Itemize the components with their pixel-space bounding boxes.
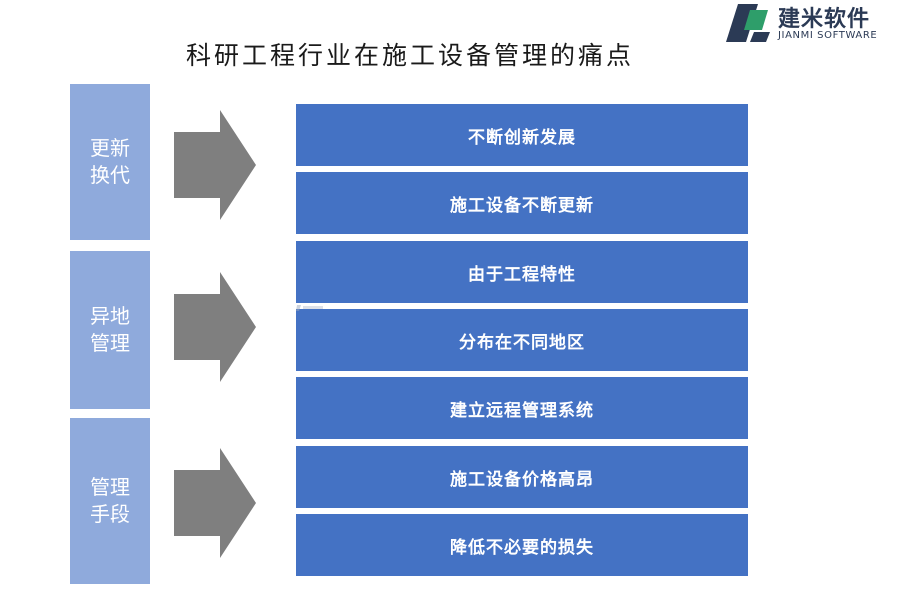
- category-box-means: 管理手段: [70, 418, 150, 584]
- category-label: 异地管理: [90, 304, 130, 355]
- item-bar: 施工设备价格高昂: [296, 446, 748, 508]
- item-bar: 建立远程管理系统: [296, 377, 748, 439]
- page-title: 科研工程行业在施工设备管理的痛点: [185, 41, 634, 70]
- category-box-update: 更新换代: [70, 84, 150, 240]
- arrow-right-icon: [174, 448, 256, 558]
- jianmi-logo-icon: [726, 4, 770, 42]
- item-bar: 施工设备不断更新: [296, 172, 748, 234]
- category-label: 更新换代: [90, 136, 130, 187]
- item-bar: 不断创新发展: [296, 104, 748, 166]
- item-bar: 降低不必要的损失: [296, 514, 748, 576]
- arrow-right-icon: [174, 110, 256, 220]
- arrow-right-icon: [174, 272, 256, 382]
- item-label: 由于工程特性: [468, 264, 576, 285]
- item-label: 施工设备不断更新: [450, 195, 594, 216]
- item-label: 分布在不同地区: [459, 332, 585, 353]
- logo-name-cn: 建米软件: [778, 7, 871, 32]
- watermark-mark: [296, 305, 323, 311]
- item-label: 不断创新发展: [468, 127, 576, 148]
- logo-name-en: JIANMI SOFTWARE: [778, 30, 878, 41]
- item-bar: 分布在不同地区: [296, 309, 748, 371]
- category-label: 管理手段: [90, 475, 130, 526]
- item-label: 建立远程管理系统: [450, 400, 594, 421]
- item-bar: 由于工程特性: [296, 241, 748, 303]
- brand-logo: 建米软件 JIANMI SOFTWARE: [724, 0, 900, 46]
- item-label: 施工设备价格高昂: [450, 469, 594, 490]
- category-box-remote: 异地管理: [70, 251, 150, 409]
- item-label: 降低不必要的损失: [450, 537, 594, 558]
